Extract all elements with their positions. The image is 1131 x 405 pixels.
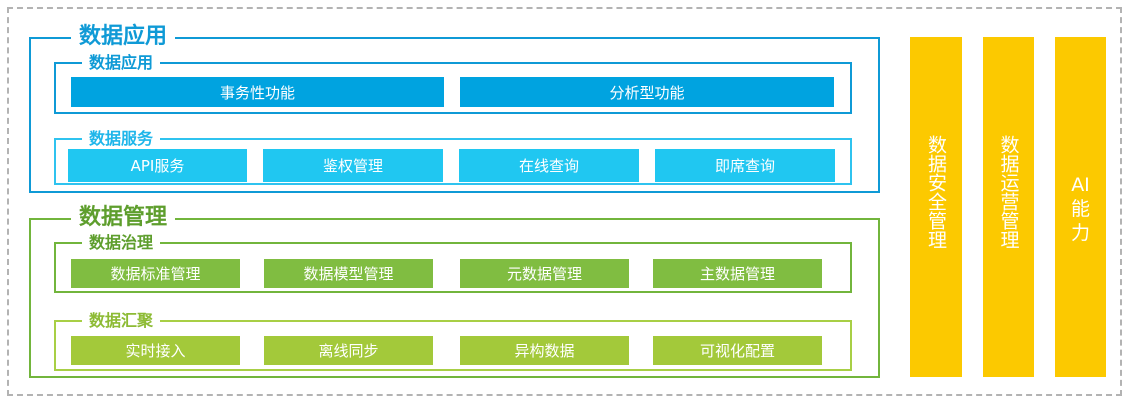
data-governance-section-title: 数据治理 xyxy=(82,232,161,254)
auth-management-block: 鉴权管理 xyxy=(263,149,443,182)
data-service-section: 数据服务 xyxy=(54,128,852,185)
online-query-block: 在线查询 xyxy=(459,149,639,182)
data-aggregation-section: 数据汇聚 xyxy=(54,310,852,371)
master-data-management-block: 主数据管理 xyxy=(653,259,822,288)
metadata-management-block: 元数据管理 xyxy=(460,259,629,288)
data-security-management-pillar: 数据安全管理 xyxy=(910,37,962,377)
data-operation-management-pillar: 数据运营管理 xyxy=(983,37,1034,377)
ai-capability-pillar: AI能力 xyxy=(1055,37,1106,377)
architecture-frame xyxy=(7,7,1122,396)
transactional-function-block: 事务性功能 xyxy=(71,77,444,107)
offline-sync-block: 离线同步 xyxy=(264,336,433,365)
data-model-management-block: 数据模型管理 xyxy=(264,259,433,288)
data-standard-management-block: 数据标准管理 xyxy=(71,259,240,288)
ai-capability-label: AI能力 xyxy=(1070,174,1090,244)
api-service-block: API服务 xyxy=(68,149,247,182)
adhoc-query-block: 即席查询 xyxy=(655,149,835,182)
realtime-ingestion-block: 实时接入 xyxy=(71,336,240,365)
data-management-layer: 数据管理 xyxy=(29,203,880,378)
data-application-section-title: 数据应用 xyxy=(82,52,161,74)
visual-configuration-block: 可视化配置 xyxy=(653,336,822,365)
data-governance-section: 数据治理 xyxy=(54,232,852,293)
data-application-layer: 数据应用 xyxy=(29,22,880,193)
data-service-section-title: 数据服务 xyxy=(82,128,161,150)
analytical-function-block: 分析型功能 xyxy=(460,77,834,107)
data-security-management-label: 数据安全管理 xyxy=(925,135,947,249)
data-aggregation-section-title: 数据汇聚 xyxy=(82,310,161,332)
data-application-layer-title: 数据应用 xyxy=(71,22,176,52)
data-operation-management-label: 数据运营管理 xyxy=(997,135,1020,249)
data-management-layer-title: 数据管理 xyxy=(71,203,176,233)
data-application-section: 数据应用 xyxy=(54,52,852,114)
heterogeneous-data-block: 异构数据 xyxy=(460,336,629,365)
